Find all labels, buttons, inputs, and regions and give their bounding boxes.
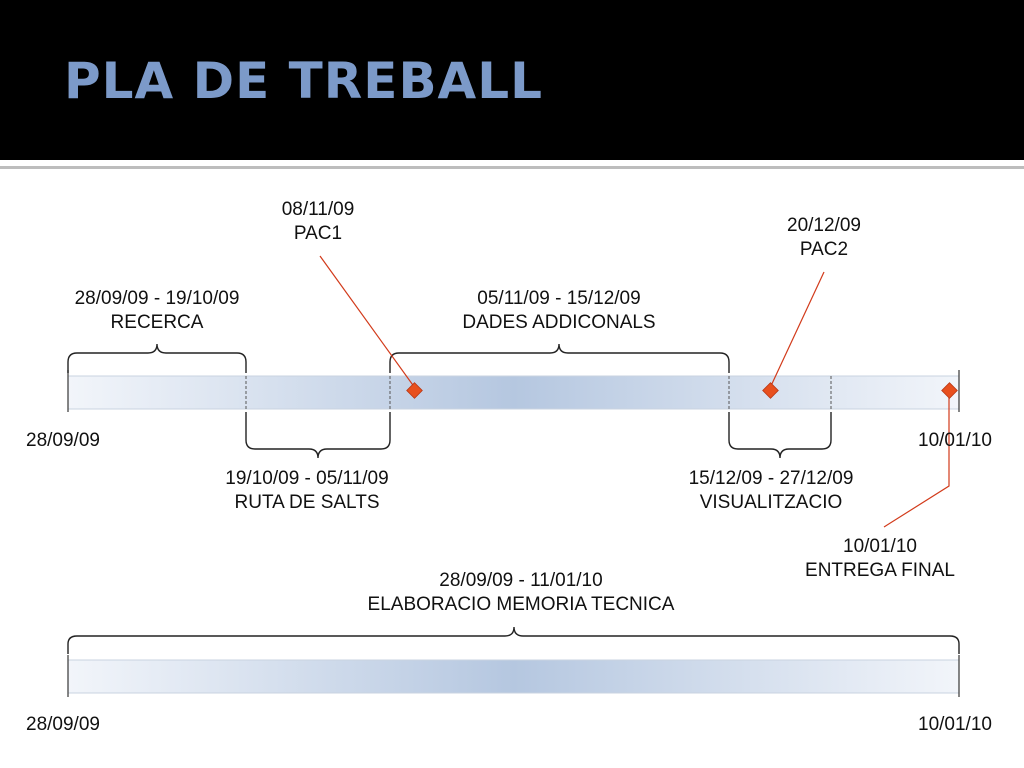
- timeline-start-label: 28/09/09: [26, 430, 100, 451]
- milestone-entrega-final-label: 10/01/10 ENTREGA FINAL: [805, 535, 955, 583]
- leader-line-pac2: [769, 271, 825, 389]
- memoria-bar: [67, 659, 960, 694]
- memoria-label: 28/09/09 - 11/01/10 ELABORACIO MEMORIA T…: [368, 569, 675, 617]
- header-divider: [0, 166, 1024, 169]
- milestone-name: PAC1: [293, 223, 343, 244]
- brace-memoria: [67, 626, 960, 654]
- memoria-end-label: 10/01/10: [918, 714, 992, 735]
- leader-line-pac1: [319, 255, 416, 389]
- phase-dates: 28/09/09 - 19/10/09: [74, 288, 240, 309]
- leader-line-entrega-final: [883, 392, 950, 528]
- memoria-dates: 28/09/09 - 11/01/10: [439, 570, 603, 591]
- phase-visualitzacio-label: 15/12/09 - 27/12/09 VISUALITZACIO: [689, 467, 854, 515]
- phase-dates: 05/11/09 - 15/12/09: [477, 288, 641, 309]
- phase-dates: 19/10/09 - 05/11/09: [225, 468, 389, 489]
- slide-title: PLA DE TREBALL: [64, 52, 543, 110]
- milestone-date: 08/11/09: [281, 199, 355, 220]
- brace-ruta-de-salts: [245, 412, 391, 459]
- phase-name: RUTA DE SALTS: [234, 492, 380, 513]
- milestone-pac1-label: 08/11/09 PAC1: [282, 198, 355, 246]
- phase-dates: 15/12/09 - 27/12/09: [688, 468, 854, 489]
- milestone-name: ENTREGA FINAL: [805, 560, 955, 581]
- phase-name: RECERCA: [110, 312, 204, 333]
- phase-ruta-de-salts-label: 19/10/09 - 05/11/09 RUTA DE SALTS: [225, 467, 388, 515]
- phase-recerca-label: 28/09/09 - 19/10/09 RECERCA: [75, 287, 240, 335]
- brace-recerca: [67, 343, 247, 373]
- milestone-date: 20/12/09: [787, 215, 861, 236]
- milestone-marker-entrega-final: [941, 382, 958, 399]
- phase-name: DADES ADDICONALS: [462, 312, 656, 333]
- brace-dades-addiconals: [389, 343, 730, 373]
- memoria-name: ELABORACIO MEMORIA TECNICA: [367, 594, 675, 615]
- memoria-start-label: 28/09/09: [26, 714, 100, 735]
- milestone-pac2-label: 20/12/09 PAC2: [787, 214, 861, 262]
- brace-visualitzacio: [728, 412, 832, 459]
- milestone-marker-pac1: [406, 382, 423, 399]
- milestone-date: 10/01/10: [843, 536, 917, 557]
- timeline-bar: [67, 375, 960, 410]
- phase-name: VISUALITZACIO: [699, 492, 843, 513]
- milestone-marker-pac2: [762, 382, 779, 399]
- timeline-end-label: 10/01/10: [918, 430, 992, 451]
- phase-dades-addiconals-label: 05/11/09 - 15/12/09 DADES ADDICONALS: [462, 287, 655, 335]
- milestone-name: PAC2: [799, 239, 849, 260]
- slide-header: PLA DE TREBALL: [0, 0, 1024, 160]
